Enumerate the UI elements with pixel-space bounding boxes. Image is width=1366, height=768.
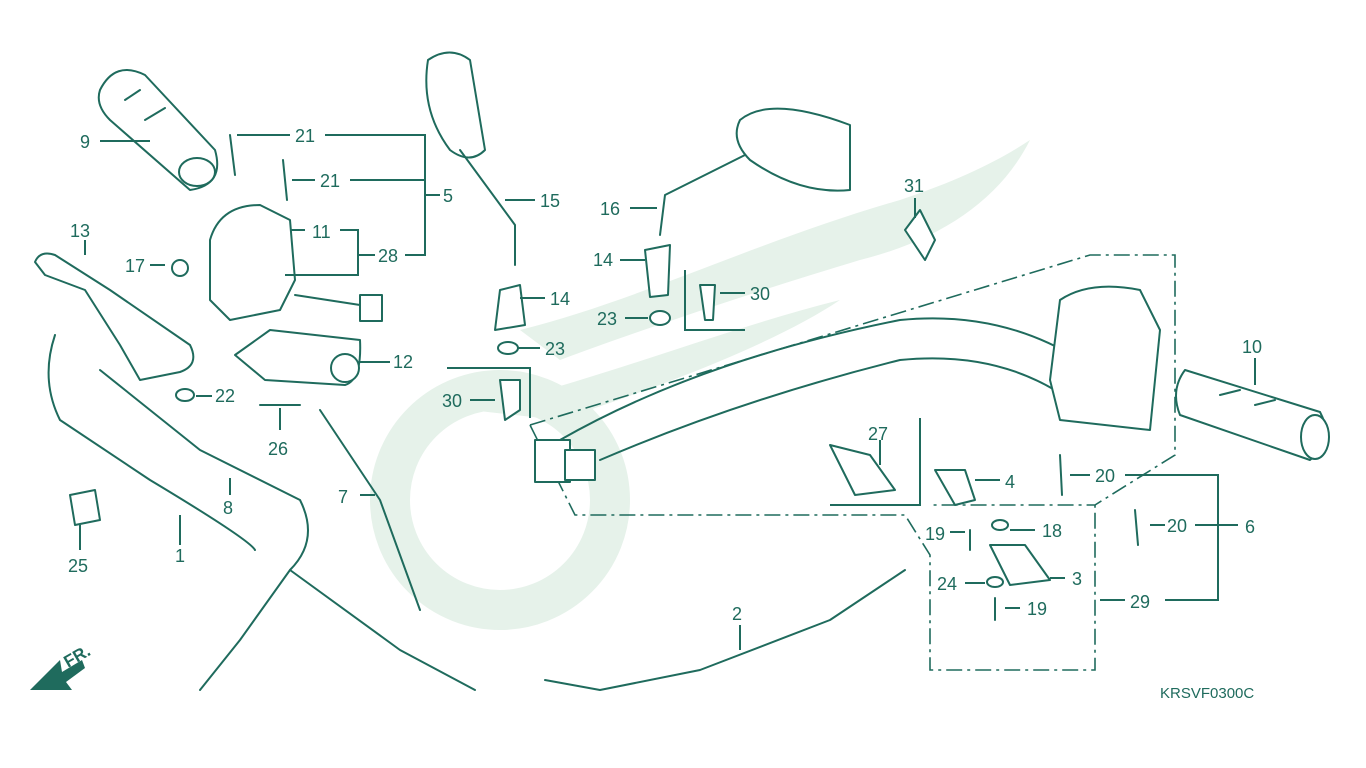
diagram-code: KRSVF0300C — [1160, 685, 1254, 702]
part-mirror-left — [425, 51, 516, 266]
direction-label: FR. — [61, 641, 94, 671]
callout-14a: 14 — [550, 289, 570, 309]
callout-19a: 19 — [925, 524, 945, 544]
callout-2: 2 — [732, 604, 742, 624]
part-switch-housing-left — [209, 204, 383, 322]
callout-17: 17 — [125, 256, 145, 276]
callout-20b: 20 — [1167, 516, 1187, 536]
callout-12: 12 — [393, 352, 413, 372]
callout-10: 10 — [1242, 337, 1262, 357]
callout-1: 1 — [175, 546, 185, 566]
part-lever-bracket — [234, 329, 362, 386]
callout-27: 27 — [868, 424, 888, 444]
part-grip-left — [97, 69, 219, 191]
callout-4: 4 — [1005, 472, 1015, 492]
part-lever — [34, 252, 195, 381]
callout-24: 24 — [937, 574, 957, 594]
callout-30b: 30 — [750, 284, 770, 304]
callout-16: 16 — [600, 199, 620, 219]
callout-19b: 19 — [1027, 599, 1047, 619]
callout-28: 28 — [378, 246, 398, 266]
callout-31: 31 — [904, 176, 924, 196]
callout-25: 25 — [68, 556, 88, 576]
callout-8: 8 — [223, 498, 233, 518]
watermark-logo — [370, 140, 1030, 630]
callout-3: 3 — [1072, 569, 1082, 589]
leader-lines — [79, 134, 1256, 650]
callout-5: 5 — [443, 186, 453, 206]
callout-20a: 20 — [1095, 466, 1115, 486]
callout-26: 26 — [268, 439, 288, 459]
callout-30a: 30 — [442, 391, 462, 411]
part-small-fasteners — [69, 134, 1139, 621]
callout-7: 7 — [338, 487, 348, 507]
callout-6: 6 — [1245, 517, 1255, 537]
part-grip-right — [1175, 369, 1330, 461]
callout-11: 11 — [312, 222, 331, 242]
part-cables-left — [47, 334, 906, 691]
callout-13: 13 — [70, 221, 90, 241]
callout-9: 9 — [80, 132, 90, 152]
callout-29: 29 — [1130, 592, 1150, 612]
callout-18: 18 — [1042, 521, 1062, 541]
callout-14b: 14 — [593, 250, 613, 270]
callout-21a: 21 — [295, 126, 315, 146]
part-mirror-right — [659, 107, 851, 236]
callout-21b: 21 — [320, 171, 340, 191]
part-switch-harness-right — [534, 285, 1161, 483]
callout-22: 22 — [215, 386, 235, 406]
assembly-outline — [529, 254, 1176, 671]
callout-15: 15 — [540, 191, 560, 211]
callout-23a: 23 — [545, 339, 565, 359]
direction-arrow-icon — [30, 660, 85, 690]
callout-23b: 23 — [597, 309, 617, 329]
